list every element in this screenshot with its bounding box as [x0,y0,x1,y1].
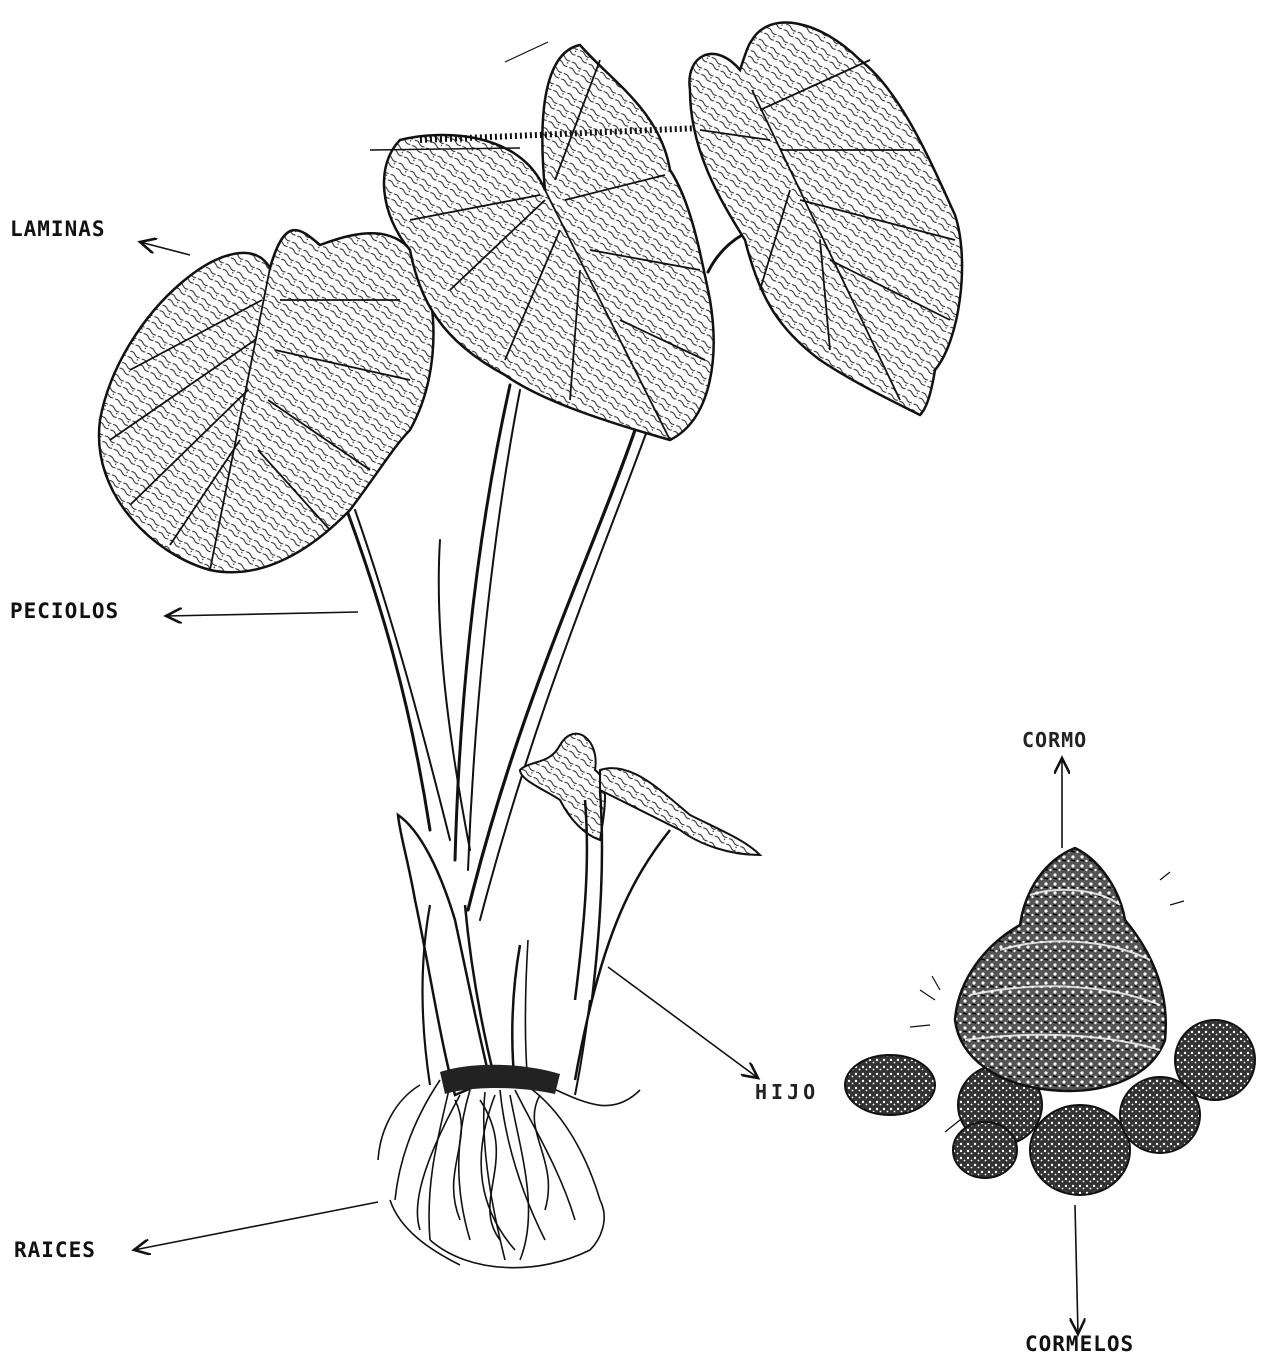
arrow-raices [134,1202,378,1250]
root-ball-base [440,1065,560,1094]
offshoot-hijo [520,734,760,1095]
arrow-peciolos [166,612,358,616]
arrow-cormelos [1075,1205,1078,1334]
corm-cluster [845,848,1255,1195]
lamina-left [99,230,433,572]
arrow-laminas [140,242,190,255]
roots [378,1080,640,1268]
label-laminas: LAMINAS [10,219,106,240]
label-cormo: CORMO [1022,730,1087,750]
label-raices: RAICES [14,1240,96,1261]
pseudostem [398,815,528,1095]
lamina-right [689,23,962,415]
arrow-hijo [608,967,758,1078]
label-cormelos: CORMELOS [1025,1334,1134,1355]
label-peciolos: PECIOLOS [10,601,119,622]
label-hijo: HIJO [755,1082,819,1102]
